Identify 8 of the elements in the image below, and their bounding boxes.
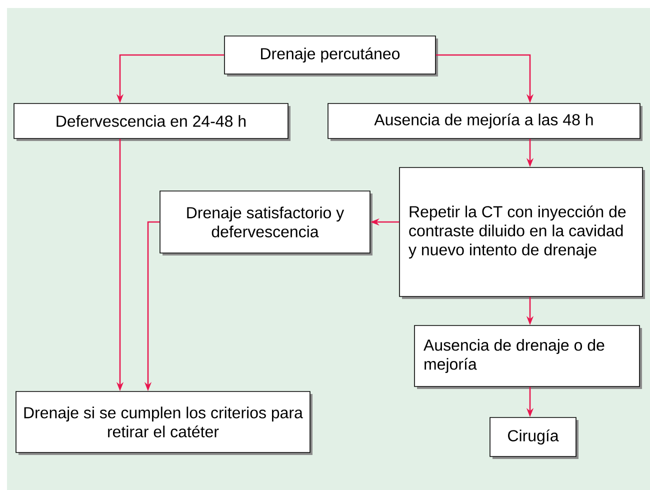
process-box: Drenaje percutáneo xyxy=(224,36,438,76)
process-box: Repetir la CT con inyección de contraste diluido en la cavidad y nuevo intento de drenaje xyxy=(399,167,645,299)
process-box: Ausencia de drenaje o de mejoría xyxy=(414,325,642,389)
process-box: Ausencia de mejoría a las 48 h xyxy=(328,103,642,141)
process-box: Drenaje si se cumplen los criterios para retirar el catéter xyxy=(16,391,312,455)
process-box: Defervescencia en 24-48 h xyxy=(14,103,290,141)
process-box: Drenaje satisfactorio y defervescencia xyxy=(160,190,372,256)
process-box: Cirugía xyxy=(490,417,578,459)
